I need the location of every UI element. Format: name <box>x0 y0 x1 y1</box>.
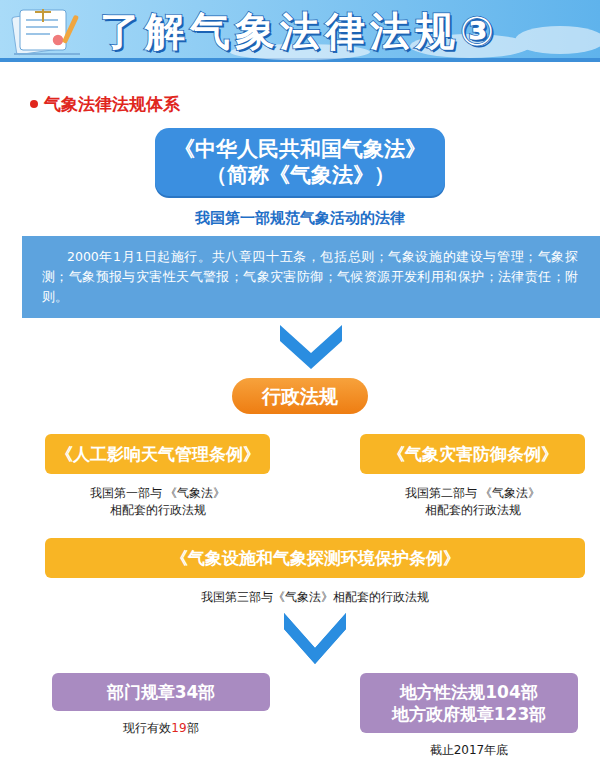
document-icon <box>12 9 80 55</box>
box-caption: 现行有效19部 <box>52 720 270 737</box>
summary-band: 2000年1月1日起施行。共八章四十五条，包括总则；气象设施的建设与管理；气象探… <box>22 236 600 318</box>
box-text: 行政法规 <box>240 383 360 409</box>
box-text: 《中华人民共和国气象法》 （简称《气象法》） <box>169 136 431 188</box>
box-text: 地方性法规104部 地方政府规章123部 <box>366 681 572 725</box>
category-pill: 行政法规 <box>232 378 368 414</box>
law-box: 《中华人民共和国气象法》 （简称《气象法》）我国第一部规范气象活动的法律 <box>155 128 445 196</box>
box-caption: 截止2017年底 <box>360 742 578 759</box>
box-text: 部门规章34部 <box>58 681 264 703</box>
regulation-box: 《人工影响天气管理条例》我国第一部与 《气象法》相配套的行政法规 <box>45 434 270 474</box>
chevron-arrow <box>284 613 346 664</box>
box-text: 《气象设施和气象探测环境保护条例》 <box>51 546 579 570</box>
page-title: 了解气象法律法规③ <box>100 6 499 56</box>
chevron-arrow <box>284 613 346 664</box>
box-caption: 我国第三部与《气象法》相配套的行政法规 <box>45 589 585 606</box>
regulation-box: 《气象灾害防御条例》我国第二部与 《气象法》相配套的行政法规 <box>360 434 585 474</box>
rules-box: 部门规章34部现行有效19部 <box>52 673 270 711</box>
title-banner <box>0 0 600 62</box>
box-text: 《人工影响天气管理条例》 <box>51 442 264 466</box>
box-text: 2000年1月1日起施行。共八章四十五条，包括总则；气象设施的建设与管理；气象探… <box>42 247 578 307</box>
box-text: 《气象灾害防御条例》 <box>366 442 579 466</box>
regulation-box: 《气象设施和气象探测环境保护条例》我国第三部与《气象法》相配套的行政法规 <box>45 538 585 578</box>
section-heading: 气象法律法规体系 <box>44 92 180 116</box>
bullet-dot <box>30 100 38 108</box>
box-caption: 我国第二部与 《气象法》相配套的行政法规 <box>360 485 585 519</box>
chevron-arrow <box>280 325 342 369</box>
box-caption: 我国第一部与 《气象法》相配套的行政法规 <box>45 485 270 519</box>
box-caption: 我国第一部规范气象活动的法律 <box>155 208 445 228</box>
rules-box: 地方性法规104部 地方政府规章123部截止2017年底 <box>360 673 578 733</box>
